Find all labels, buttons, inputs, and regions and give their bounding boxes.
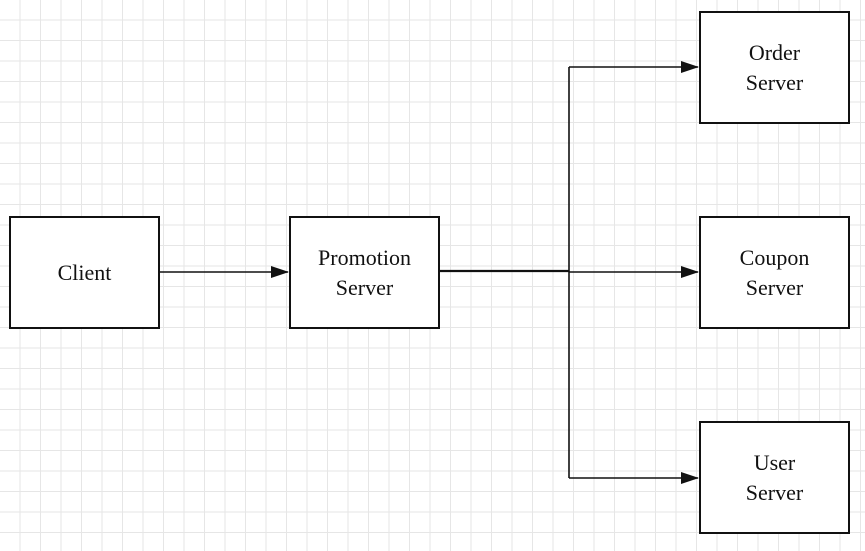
promotion-server-node[interactable]: Promotion Server [289, 216, 440, 329]
promotion-server-label: Promotion Server [318, 244, 411, 300]
order-server-node[interactable]: Order Server [699, 11, 850, 124]
client-node[interactable]: Client [9, 216, 160, 329]
user-server-node[interactable]: User Server [699, 421, 850, 534]
order-server-label: Order Server [745, 39, 804, 95]
user-server-label: User Server [745, 449, 804, 505]
client-label: Client [57, 259, 112, 285]
coupon-server-node[interactable]: Coupon Server [699, 216, 850, 329]
coupon-server-label: Coupon Server [739, 244, 810, 300]
